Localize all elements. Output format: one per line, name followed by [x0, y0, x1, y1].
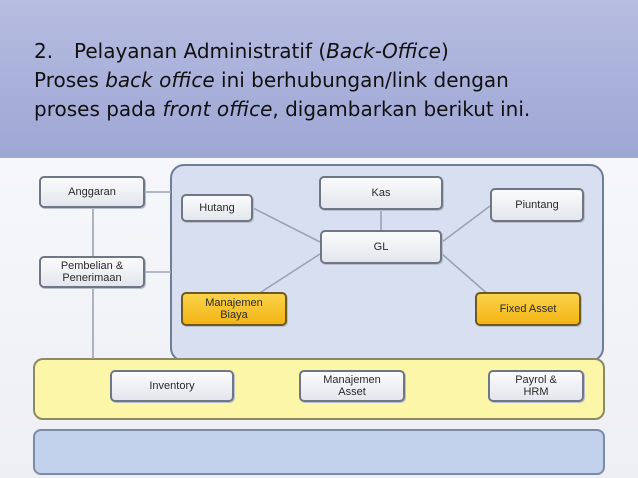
heading-suffix: ): [440, 39, 449, 63]
line2-italic: back office: [105, 68, 215, 92]
link-hutang-gl: [252, 207, 321, 243]
link-piutang-gl: [441, 205, 491, 243]
node-hutang: Hutang: [181, 194, 253, 222]
heading-prefix: Pelayanan Administratif (: [74, 39, 327, 63]
node-manajemen-biaya: Manajemen Biaya: [181, 292, 287, 326]
node-kas-label: Kas: [371, 187, 391, 199]
list-number: 2.: [34, 39, 54, 63]
node-hutang-label: Hutang: [199, 202, 235, 214]
node-pembelian-label: Pembelian & Penerimaan: [60, 260, 124, 284]
line3-italic: front office: [162, 97, 273, 121]
node-gl: GL: [320, 230, 442, 264]
link-gl-fixedasset: [441, 253, 491, 297]
node-kas: Kas: [319, 176, 443, 210]
node-anggaran: Anggaran: [39, 176, 145, 208]
body-line-1: Proses back office ini berhubungan/link …: [34, 66, 634, 95]
connector-lines: [92, 191, 491, 359]
bottom-bar: [33, 429, 605, 475]
body-line-2: proses pada front office, digambarkan be…: [34, 95, 634, 124]
node-pembelian-penerimaan: Pembelian & Penerimaan: [39, 256, 145, 288]
node-fixed-asset: Fixed Asset: [475, 292, 581, 326]
node-fixed-asset-label: Fixed Asset: [499, 303, 557, 315]
node-piutang-label: Piuntang: [515, 199, 559, 211]
node-inventory: Inventory: [110, 370, 234, 402]
slide-text: 2.Pelayanan Administratif (Back-Office) …: [34, 37, 634, 124]
node-biaya-label: Manajemen Biaya: [205, 297, 263, 321]
line3-prefix: proses pada: [34, 97, 163, 121]
node-manajemen-asset-label: Manajemen Asset: [323, 374, 381, 398]
node-inventory-label: Inventory: [149, 380, 195, 392]
node-manajemen-asset: Manajemen Asset: [299, 370, 405, 402]
node-piutang: Piuntang: [490, 188, 584, 222]
link-gl-biaya: [254, 253, 321, 297]
slide-header: [0, 0, 638, 158]
system-diagram: Anggaran Pembelian & Penerimaan Hutang K…: [0, 158, 638, 478]
node-payrol-label: Payrol & HRM: [515, 374, 557, 398]
line2-suffix: ini berhubungan/link dengan: [214, 68, 509, 92]
line3-suffix: , digambarkan berikut ini.: [272, 97, 531, 121]
heading-italic: Back-Office: [326, 39, 441, 63]
node-payrol-hrm: Payrol & HRM: [488, 370, 584, 402]
heading-line: 2. Pelayanan Administratif (Back-Office): [34, 37, 634, 66]
line2-prefix: Proses: [34, 68, 106, 92]
node-anggaran-label: Anggaran: [68, 186, 116, 198]
node-gl-label: GL: [373, 241, 389, 253]
